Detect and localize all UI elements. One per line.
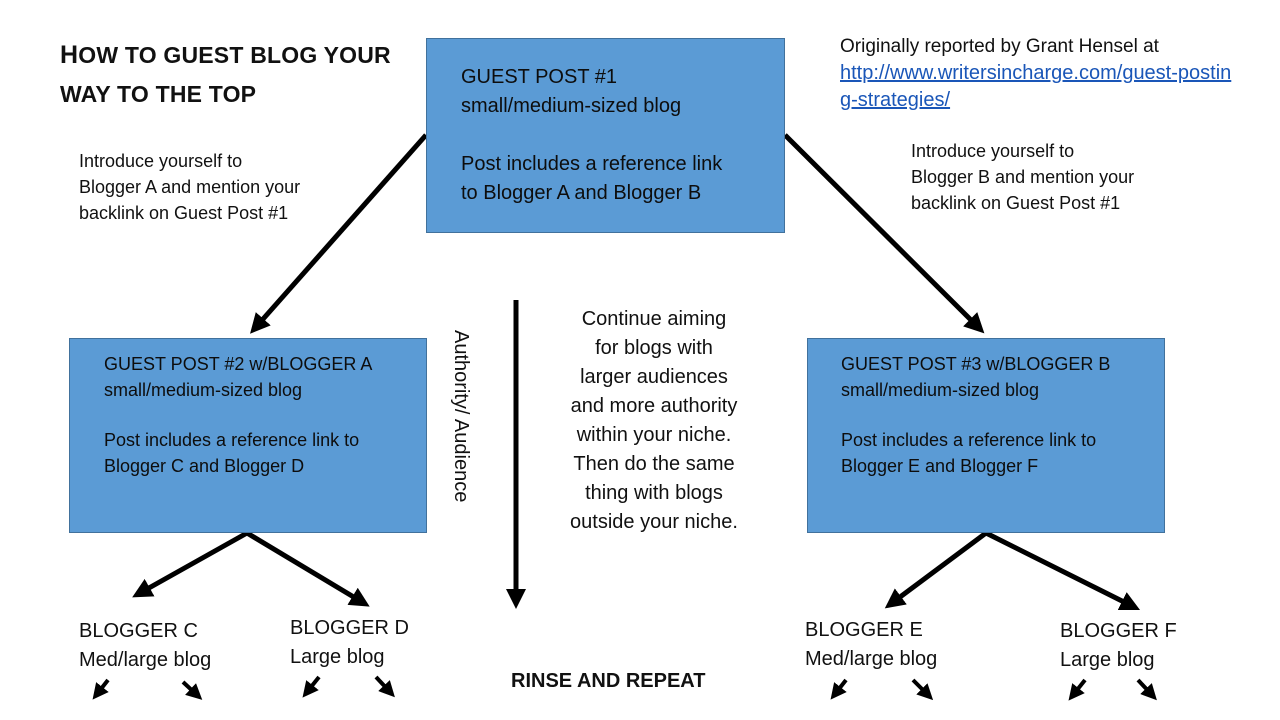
source-attribution: Originally reported by Grant Hensel at h… <box>840 33 1240 114</box>
arrow-box3-to-blogger-e <box>884 530 988 609</box>
blogger-f-label: BLOGGER F Large blog <box>1060 620 1177 671</box>
small-arrow-c-left <box>92 678 110 700</box>
small-arrow-f-right <box>1136 678 1157 701</box>
blogger-d-label: BLOGGER D Large blog <box>290 617 409 668</box>
continue-instructions: Continue aiming for blogs with larger au… <box>570 308 738 533</box>
rinse-and-repeat-label: RINSE AND REPEAT <box>511 670 706 692</box>
small-arrow-e-left <box>830 678 848 700</box>
source-link[interactable]: http://www.writersincharge.com/guest-pos… <box>840 62 1232 111</box>
small-arrow-f-left <box>1068 678 1087 701</box>
arrow-box1-to-box3 <box>783 133 985 334</box>
page-title: HOW TO GUEST BLOG YOUR WAY TO THE TOP <box>60 41 391 107</box>
arrow-box2-to-blogger-c <box>132 530 249 598</box>
guest-post-3-box: GUEST POST #3 w/BLOGGER B small/medium-s… <box>807 338 1165 533</box>
intro-blogger-b-note: Introduce yourself to Blogger B and ment… <box>911 141 1135 213</box>
intro-blogger-a-note: Introduce yourself to Blogger A and ment… <box>79 151 301 223</box>
authority-audience-label: Authority/ Audience <box>450 330 472 503</box>
small-arrow-d-left <box>302 675 321 698</box>
blogger-e-label: BLOGGER E Med/large blog <box>805 619 938 670</box>
arrow-box2-to-blogger-d <box>245 530 370 607</box>
blogger-c-label: BLOGGER C Med/large blog <box>79 620 212 671</box>
small-arrow-e-right <box>911 678 934 701</box>
source-text: Originally reported by Grant Hensel at <box>840 36 1159 57</box>
guest-post-2-box: GUEST POST #2 w/BLOGGER A small/medium-s… <box>69 338 427 533</box>
guest-post-1-box: GUEST POST #1 small/medium-sized blog Po… <box>426 38 785 233</box>
small-arrow-d-right <box>374 675 395 698</box>
arrow-box1-to-box2 <box>250 133 428 334</box>
arrow-box3-to-blogger-f <box>984 530 1141 611</box>
small-arrow-c-right <box>181 680 203 700</box>
